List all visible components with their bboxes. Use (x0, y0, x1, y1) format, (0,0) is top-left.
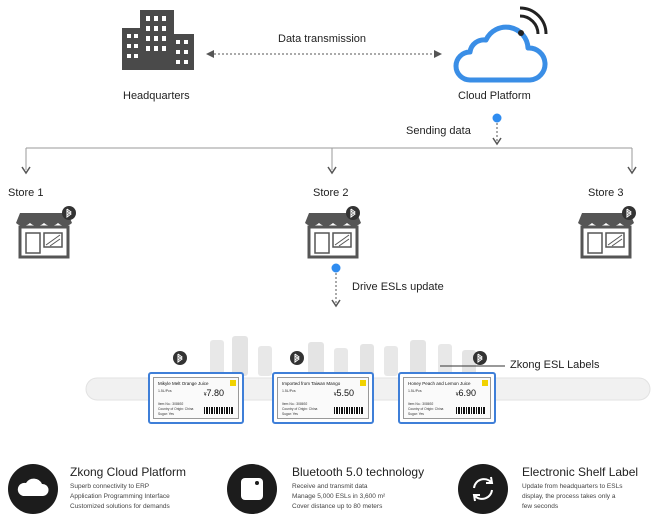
drive-update-dot (331, 263, 341, 273)
esl-origin: Country of Origin: China (408, 407, 444, 411)
esl-origin: Country of Origin: China (158, 407, 194, 411)
feature-2-line: Manage 5,000 ESLs in 3,600 m² (292, 493, 386, 500)
barcode-icon (204, 407, 234, 414)
feature-3-line: display, the process takes only a (522, 493, 616, 500)
bluetooth-icon (346, 206, 360, 220)
esl-product-spec: 1.5L/Pcs (408, 389, 422, 393)
esl-labels-label: Zkong ESL Labels (510, 359, 600, 371)
esl-product-spec: 1.5L/Pcs (158, 389, 172, 393)
feature-1-title: Zkong Cloud Platform (70, 465, 187, 479)
esl-price: ¥5.50 (333, 388, 354, 398)
feature-3-line: few seconds (522, 503, 559, 510)
cloud-platform-icon (453, 6, 548, 83)
esl-sugar: Sugar: Yes (282, 412, 298, 416)
esl-label-3: Honey Peach and Lemon Juice 1.5L/Pcs ¥6.… (398, 372, 496, 424)
esl-status-marker (230, 380, 236, 386)
esl-product-spec: 1.5L/Pcs (282, 389, 296, 393)
esl-status-marker (482, 380, 488, 386)
data-transmission-label: Data transmission (278, 33, 367, 45)
feature-3-title: Electronic Shelf Label (522, 465, 639, 479)
esl-price: ¥6.90 (455, 388, 476, 398)
store-1-label: Store 1 (8, 187, 44, 199)
esl-status-marker (360, 380, 366, 386)
bluetooth-icon (173, 351, 187, 365)
cloud-platform-label: Cloud Platform (458, 90, 531, 102)
feature-2-line: Receive and transmit data (292, 483, 368, 490)
shelf-products (210, 336, 476, 376)
esl-price: ¥7.80 (203, 388, 224, 398)
feature-1-line: Superb connectivity to ERP (70, 483, 150, 490)
drive-update-label: Drive ESLs update (352, 281, 444, 293)
feature-2-title: Bluetooth 5.0 technology (292, 465, 425, 479)
store-2-label: Store 2 (313, 187, 349, 199)
esl-origin: Country of Origin: China (282, 407, 318, 411)
esl-sugar: Sugar: Yes (408, 412, 424, 416)
esl-item-no: Item No.: 308692 (158, 402, 184, 406)
bluetooth-icon (473, 351, 487, 365)
esl-product-name: Honey Peach and Lemon Juice (408, 381, 471, 386)
bluetooth-chip-icon (227, 464, 277, 514)
store-3-icon (578, 213, 634, 259)
barcode-icon (456, 407, 486, 414)
sending-data-dot (492, 113, 502, 123)
bluetooth-icon (290, 351, 304, 365)
feature-3-line: Update from headquarters to ESLs (522, 483, 623, 490)
bluetooth-icon (622, 206, 636, 220)
headquarters-label: Headquarters (123, 90, 190, 102)
barcode-icon (334, 407, 364, 414)
headquarters-building-icon (122, 10, 194, 70)
esl-product-name: Imported from Taiwan Mango (282, 381, 341, 386)
esl-item-no: Item No.: 308692 (408, 402, 434, 406)
cloud-icon (8, 464, 58, 514)
sending-data-label: Sending data (406, 125, 471, 137)
esl-label-1: Mikyle Melt Orange Juice 1.5L/Pcs ¥7.80 … (148, 372, 244, 424)
store-3-label: Store 3 (588, 187, 624, 199)
esl-label-2: Imported from Taiwan Mango 1.5L/Pcs ¥5.5… (272, 372, 374, 424)
esl-item-no: Item No.: 308692 (282, 402, 308, 406)
bluetooth-icon (62, 206, 76, 220)
refresh-icon (458, 464, 508, 514)
esl-product-name: Mikyle Melt Orange Juice (158, 381, 209, 386)
feature-1-line: Application Programming Interface (70, 493, 170, 500)
feature-1-line: Customized solutions for demands (70, 503, 170, 510)
esl-sugar: Sugar: Yes (158, 412, 174, 416)
feature-2-line: Cover distance up to 80 meters (292, 503, 383, 510)
store-1-icon (16, 213, 72, 259)
